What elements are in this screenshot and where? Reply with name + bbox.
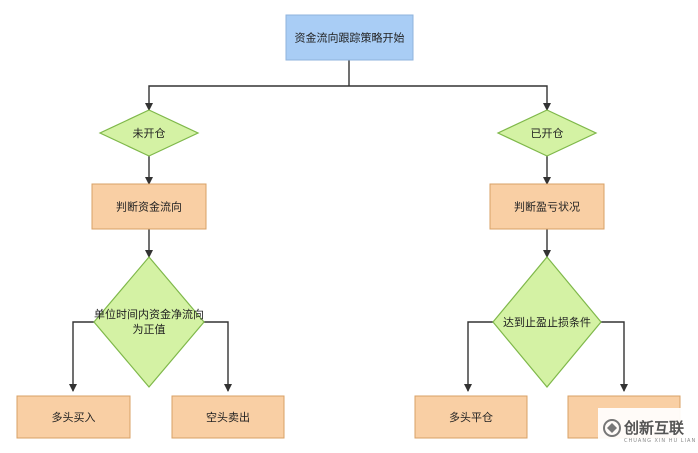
judge-pnl-label: 判断盈亏状况 — [514, 200, 580, 214]
net-flow-label-line2: 为正值 — [133, 323, 166, 336]
connector-to-long-buy — [69, 321, 96, 392]
connector-to-not-open — [145, 85, 349, 111]
long-buy-label: 多头买入 — [52, 410, 96, 424]
decision-opened: 已开仓 — [496, 109, 598, 157]
brand-mark-icon — [603, 419, 621, 437]
decision-net-flow: 单位时间内资金净流向 为正值 — [93, 256, 205, 388]
connector-to-close-short — [600, 321, 628, 392]
net-flow-label-line1: 单位时间内资金净流向 — [94, 307, 204, 321]
opened-label: 已开仓 — [531, 126, 564, 140]
process-long-buy: 多头买入 — [16, 395, 131, 439]
process-close-long: 多头平仓 — [414, 395, 528, 439]
process-judge-pnl: 判断盈亏状况 — [489, 183, 605, 230]
watermark-logo: 创新互联 CHUANG XIN HU LIAN — [598, 408, 698, 446]
start-node: 资金流向跟踪策略开始 — [285, 14, 414, 61]
connectors — [69, 60, 628, 392]
stop-condition-label: 达到止盈止损条件 — [503, 315, 591, 329]
connector-to-short-sell — [204, 321, 232, 392]
start-label: 资金流向跟踪策略开始 — [295, 31, 405, 45]
watermark-brand: 创新互联 — [623, 419, 685, 437]
connector-to-opened — [349, 85, 551, 111]
close-long-label: 多头平仓 — [449, 410, 493, 424]
process-short-sell: 空头卖出 — [171, 395, 285, 439]
connector-to-close-long — [464, 321, 495, 392]
decision-stop-condition: 达到止盈止损条件 — [492, 256, 602, 388]
short-sell-label: 空头卖出 — [206, 410, 250, 424]
not-open-label: 未开仓 — [133, 126, 166, 140]
watermark-tagline: CHUANG XIN HU LIAN — [624, 438, 696, 444]
process-judge-flow: 判断资金流向 — [91, 183, 207, 230]
decision-not-open: 未开仓 — [98, 109, 200, 157]
judge-flow-label: 判断资金流向 — [116, 200, 182, 214]
